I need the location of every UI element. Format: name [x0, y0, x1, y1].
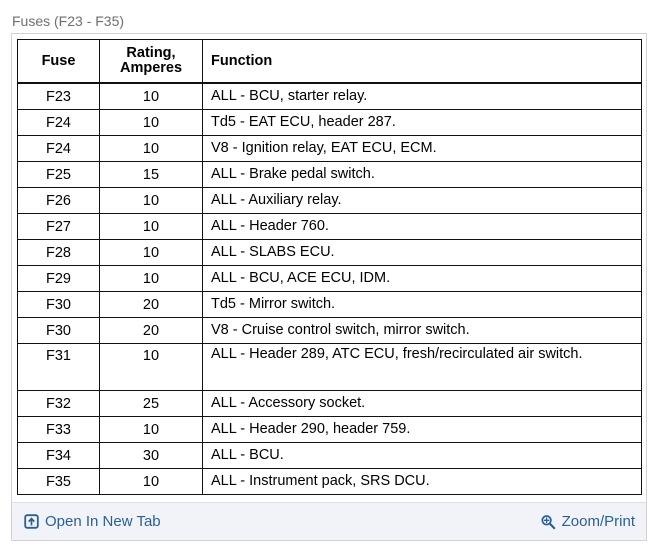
cell-rating: 20 — [99, 291, 203, 318]
cell-fuse: F27 — [17, 213, 100, 240]
column-header-rating-line1: Rating, — [126, 45, 176, 61]
table-header-row: Fuse Rating, Amperes Function — [17, 39, 642, 84]
magnifier-plus-icon — [540, 514, 556, 530]
cell-fuse: F31 — [17, 343, 100, 391]
cell-function: ALL - SLABS ECU. — [202, 239, 642, 266]
zoom-print-label: Zoom/Print — [561, 512, 635, 530]
cell-function: ALL - Header 290, header 759. — [202, 416, 642, 443]
cell-function: ALL - Brake pedal switch. — [202, 161, 642, 188]
cell-fuse: F29 — [17, 265, 100, 292]
cell-fuse: F28 — [17, 239, 100, 266]
cell-rating: 30 — [99, 442, 203, 469]
cell-function: Td5 - Mirror switch. — [202, 291, 642, 318]
cell-function: ALL - BCU. — [202, 442, 642, 469]
cell-function: ALL - Accessory socket. — [202, 390, 642, 417]
cell-fuse: F30 — [17, 317, 100, 344]
cell-fuse: F35 — [17, 468, 100, 495]
page-title: Fuses (F23 - F35) — [12, 13, 125, 29]
column-header-fuse: Fuse — [17, 39, 100, 84]
cell-rating: 25 — [99, 390, 203, 417]
cell-fuse: F34 — [17, 442, 100, 469]
new-tab-icon — [24, 514, 39, 529]
cell-function: ALL - Auxiliary relay. — [202, 187, 642, 214]
column-header-rating-line2: Amperes — [119, 60, 183, 76]
cell-fuse: F32 — [17, 390, 100, 417]
zoom-print-link[interactable]: Zoom/Print — [540, 512, 635, 530]
cell-fuse: F23 — [17, 82, 100, 110]
cell-rating: 10 — [99, 213, 203, 240]
cell-rating: 10 — [99, 416, 203, 443]
cell-function: ALL - Header 289, ATC ECU, fresh/recircu… — [202, 343, 642, 391]
cell-function: ALL - Instrument pack, SRS DCU. — [202, 468, 642, 495]
cell-function: ALL - Header 760. — [202, 213, 642, 240]
cell-function: V8 - Cruise control switch, mirror switc… — [202, 317, 642, 344]
cell-rating: 20 — [99, 317, 203, 344]
cell-function: Td5 - EAT ECU, header 287. — [202, 109, 642, 136]
cell-fuse: F26 — [17, 187, 100, 214]
cell-rating: 10 — [99, 265, 203, 292]
open-in-new-tab-link[interactable]: Open In New Tab — [24, 512, 161, 530]
cell-fuse: F24 — [17, 109, 100, 136]
cell-function: ALL - BCU, starter relay. — [202, 82, 642, 110]
table-header: Fuse Rating, Amperes Function — [17, 39, 642, 84]
cell-fuse: F33 — [17, 416, 100, 443]
cell-function: ALL - BCU, ACE ECU, IDM. — [202, 265, 642, 292]
viewer-footer-bar: Open In New Tab Zoom/Print — [12, 502, 646, 540]
cell-rating: 15 — [99, 161, 203, 188]
cell-function: V8 - Ignition relay, EAT ECU, ECM. — [202, 135, 642, 162]
cell-rating: 10 — [99, 239, 203, 266]
cell-fuse: F24 — [17, 135, 100, 162]
cell-rating: 10 — [99, 135, 203, 162]
open-in-new-tab-label: Open In New Tab — [45, 512, 161, 530]
cell-rating: 10 — [99, 343, 203, 391]
cell-rating: 10 — [99, 82, 203, 110]
cell-rating: 10 — [99, 187, 203, 214]
column-header-rating: Rating, Amperes — [99, 39, 203, 84]
column-header-function: Function — [202, 39, 642, 84]
cell-fuse: F25 — [17, 161, 100, 188]
cell-fuse: F30 — [17, 291, 100, 318]
cell-rating: 10 — [99, 109, 203, 136]
cell-rating: 10 — [99, 468, 203, 495]
